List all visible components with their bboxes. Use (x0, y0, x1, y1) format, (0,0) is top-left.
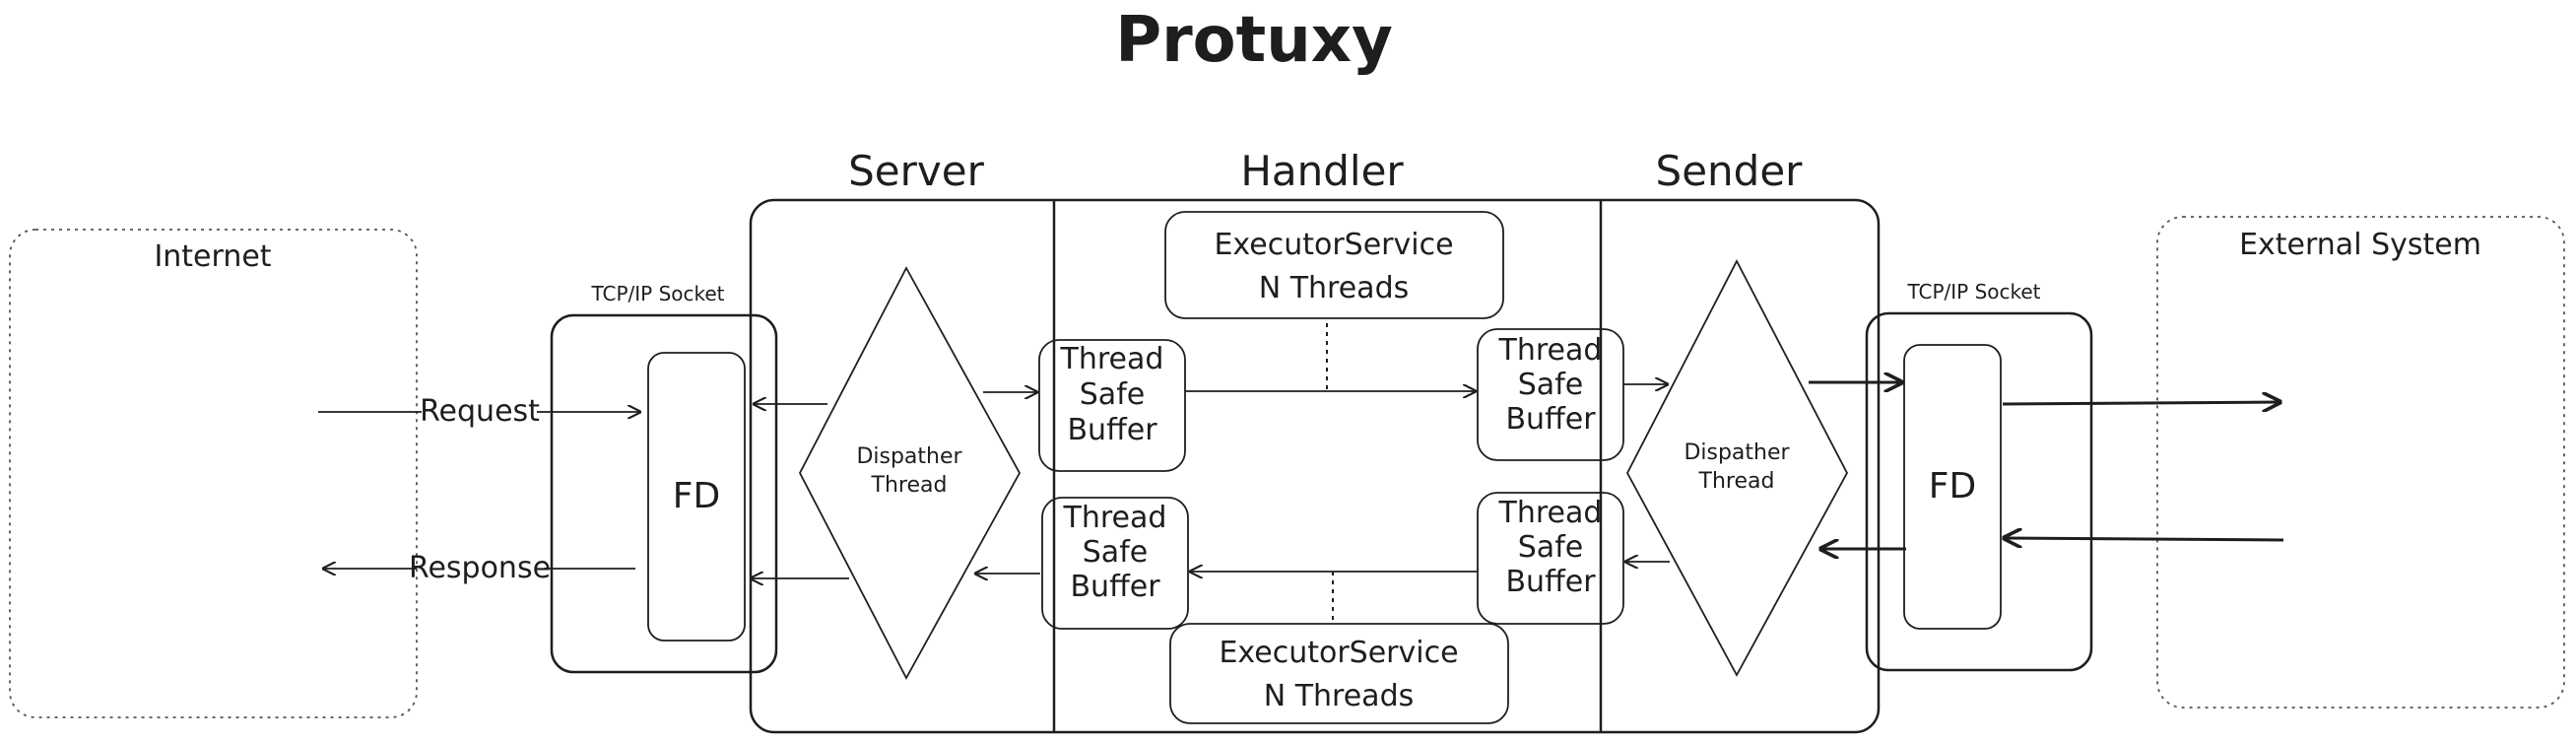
buffer-top-left-line3: Buffer (1067, 413, 1157, 447)
left-fd-box (647, 352, 746, 642)
executor-service-top: ExecutorService N Threads (1164, 211, 1504, 319)
buffer-bottom-right-line3: Buffer (1505, 565, 1596, 599)
response-label: Response (409, 551, 551, 585)
right-socket-caption: TCP/IP Socket (1906, 280, 2040, 304)
buffer-bottom-left-line1: Thread (1063, 501, 1167, 535)
buffer-bottom-right: Thread Safe Buffer (1477, 492, 1624, 625)
sender-dispatcher-diamond (1625, 259, 1849, 677)
server-dispatcher-line1: Dispather (856, 444, 962, 469)
left-tcp-socket (550, 313, 778, 674)
buffer-top-right-line1: Thread (1498, 333, 1603, 368)
buffer-bottom-left-line2: Safe (1083, 535, 1148, 570)
external-system-label: External System (2239, 228, 2481, 262)
buffer-top-right-line3: Buffer (1505, 402, 1596, 437)
right-fd-label: FD (1929, 466, 1976, 507)
section-server-label: Server (848, 147, 984, 195)
buffer-top-right-line2: Safe (1518, 368, 1583, 402)
external-to-fd-arrow (2004, 538, 2284, 540)
left-fd-label: FD (673, 476, 720, 516)
buffer-bottom-left-line3: Buffer (1070, 570, 1160, 604)
right-fd-box (1903, 344, 2002, 630)
section-sender-label: Sender (1656, 147, 1804, 195)
diagram-title: Protuxy (1115, 4, 1393, 77)
executor-top-line1: ExecutorService (1214, 228, 1453, 262)
buffer-top-left-line2: Safe (1080, 377, 1145, 412)
executor-top-line2: N Threads (1259, 271, 1410, 305)
buffer-top-left: Thread Safe Buffer (1038, 339, 1186, 472)
executor-bottom-line1: ExecutorService (1219, 636, 1458, 670)
executor-service-bottom: ExecutorService N Threads (1169, 623, 1509, 724)
section-handler-label: Handler (1240, 147, 1404, 195)
buffer-top-right: Thread Safe Buffer (1477, 328, 1624, 461)
external-system-zone (2156, 216, 2565, 709)
buffer-bottom-right-line2: Safe (1518, 530, 1583, 565)
executor-bottom-line2: N Threads (1264, 679, 1415, 713)
request-label: Request (420, 394, 540, 429)
buffer-top-left-line1: Thread (1060, 342, 1164, 376)
internet-label: Internet (154, 239, 271, 274)
sender-dispatcher-line2: Thread (1698, 469, 1775, 494)
server-dispatcher-line2: Thread (871, 473, 948, 498)
server-dispatcher-diamond (798, 266, 1022, 680)
fd-to-external-arrow (2002, 402, 2280, 404)
internet-zone (9, 229, 418, 718)
core-container (749, 198, 1881, 734)
left-socket-caption: TCP/IP Socket (590, 282, 724, 305)
buffer-bottom-left: Thread Safe Buffer (1041, 497, 1189, 630)
sender-dispatcher-line1: Dispather (1684, 440, 1790, 465)
right-tcp-socket (1865, 311, 2093, 672)
buffer-bottom-right-line1: Thread (1498, 496, 1603, 530)
